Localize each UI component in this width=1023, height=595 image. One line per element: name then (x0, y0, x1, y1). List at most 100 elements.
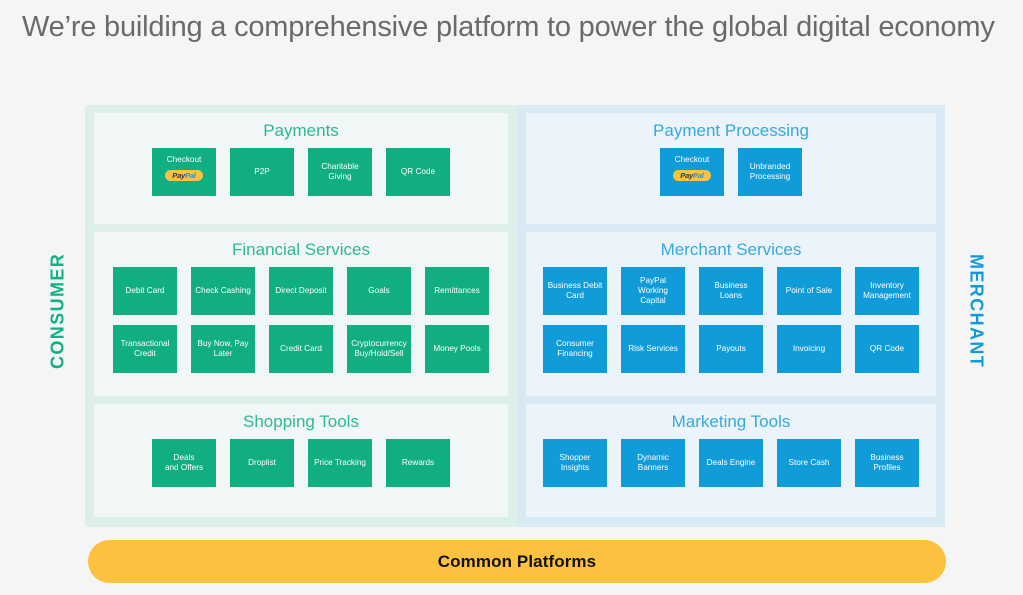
product-tile[interactable]: Money Pools (425, 325, 489, 373)
product-tile[interactable]: Deals Engine (699, 439, 763, 487)
product-tile[interactable]: QR Code (386, 148, 450, 196)
product-tile-label: Credit Card (280, 343, 322, 353)
product-tile-label: Invoicing (792, 343, 826, 353)
product-tile-label: Deals and Offers (164, 452, 204, 472)
product-tile-label: Store Cash (788, 457, 830, 467)
product-tile-label: Checkout (674, 155, 710, 164)
product-tile[interactable]: P2P (230, 148, 294, 196)
product-tile-label: PayPal Working Capital (638, 275, 668, 306)
paypal-logo-part-pay: Pay (172, 170, 186, 180)
product-tile[interactable]: Point of Sale (777, 267, 841, 315)
common-platforms-bar[interactable]: Common Platforms (88, 540, 946, 583)
tile-row: Transactional Credit Buy Now, Pay Later Cr… (113, 325, 489, 373)
product-tile-label: Consumer Financing (556, 338, 594, 358)
product-tile[interactable]: Consumer Financing (543, 325, 607, 373)
product-tile[interactable]: Cryptocurrency Buy/Hold/Sell (347, 325, 411, 373)
product-tile-label: Rewards (401, 457, 435, 467)
product-tile[interactable]: Buy Now, Pay Later (191, 325, 255, 373)
rail-label-merchant: MERCHANT (966, 253, 987, 369)
product-tile[interactable]: Store Cash (777, 439, 841, 487)
paypal-logo-icon: PayPal (165, 170, 203, 182)
product-tile[interactable]: Credit Card (269, 325, 333, 373)
section-title: Merchant Services (660, 240, 802, 259)
product-tile[interactable]: Inventory Management (855, 267, 919, 315)
product-tile-label: Business Loans (714, 280, 748, 300)
product-tile-label: Payouts (716, 343, 746, 353)
product-tile-label: Unbranded Processing (749, 161, 791, 181)
product-tile-label: Price Tracking (314, 457, 366, 467)
product-tile-label: Buy Now, Pay Later (197, 338, 249, 358)
product-tile[interactable]: Transactional Credit (113, 325, 177, 373)
section-title: Marketing Tools (671, 412, 791, 431)
paypal-logo-part-pal: Pal (185, 170, 196, 180)
product-tile[interactable]: Rewards (386, 439, 450, 487)
product-tile-label: Point of Sale (785, 285, 833, 295)
tile-row: Business Debit Card PayPal Working Capita… (543, 267, 919, 315)
product-tile-label: Money Pools (433, 343, 481, 353)
product-tile-label: QR Code (400, 166, 436, 176)
product-tile-label: Business Debit Card (547, 280, 603, 300)
product-tile-label: Inventory Management (863, 280, 911, 300)
product-tile[interactable]: PayPal Working Capital (621, 267, 685, 315)
product-tile-label: Droplist (248, 457, 276, 467)
product-tile-label: QR Code (869, 343, 905, 353)
product-tile[interactable]: Goals (347, 267, 411, 315)
product-tile[interactable]: Price Tracking (308, 439, 372, 487)
tile-row: Debit Card Check Cashing Direct Deposit Goa… (113, 267, 489, 315)
product-tile[interactable]: Business Debit Card (543, 267, 607, 315)
product-tile-label: Cryptocurrency Buy/Hold/Sell (351, 338, 407, 358)
product-tile-label: Deals Engine (706, 457, 756, 467)
section-title: Payment Processing (653, 121, 809, 140)
tile-grid: Business Debit Card PayPal Working Capita… (543, 267, 919, 373)
product-tile[interactable]: Payouts (699, 325, 763, 373)
tile-grid: Debit Card Check Cashing Direct Deposit Goa… (113, 267, 489, 373)
product-tile-label: Shopper Insights (559, 452, 591, 472)
product-tile[interactable]: Check Cashing (191, 267, 255, 315)
rail-label-consumer: CONSUMER (47, 252, 68, 370)
product-tile[interactable]: Direct Deposit (269, 267, 333, 315)
tile-grid: Deals and Offers Droplist Price Tracking Re… (152, 439, 450, 487)
product-tile[interactable]: Droplist (230, 439, 294, 487)
paypal-logo-part-pal: Pal (693, 170, 704, 180)
paypal-logo-icon: PayPal (673, 170, 711, 182)
product-tile-label: Direct Deposit (275, 285, 327, 295)
section-title: Shopping Tools (243, 412, 359, 431)
product-tile[interactable]: Risk Services (621, 325, 685, 373)
product-tile-label: Check Cashing (195, 285, 251, 295)
product-tile[interactable]: QR Code (855, 325, 919, 373)
product-tile[interactable]: Business Profiles (855, 439, 919, 487)
product-tile[interactable]: Shopper Insights (543, 439, 607, 487)
product-tile[interactable]: Charitable Giving (308, 148, 372, 196)
product-tile-label: P2P (254, 166, 270, 176)
product-tile[interactable]: Dynamic Banners (621, 439, 685, 487)
product-tile[interactable]: Deals and Offers (152, 439, 216, 487)
page-title: We’re building a comprehensive platform … (22, 11, 995, 43)
product-tile-label: Dynamic Banners (637, 452, 669, 472)
tile-row: Deals and Offers Droplist Price Tracking Re… (152, 439, 450, 487)
product-tile[interactable]: Invoicing (777, 325, 841, 373)
product-tile[interactable]: Remittances (425, 267, 489, 315)
product-tile[interactable]: Business Loans (699, 267, 763, 315)
tile-row: Shopper Insights Dynamic Banners Deals Eng… (543, 439, 919, 487)
product-tile-label: Transactional Credit (120, 338, 170, 358)
tile-row: Consumer Financing Risk Services Payouts In… (543, 325, 919, 373)
product-tile[interactable]: Unbranded Processing (738, 148, 802, 196)
product-tile-label: Charitable Giving (321, 161, 359, 181)
product-tile[interactable]: Debit Card (113, 267, 177, 315)
